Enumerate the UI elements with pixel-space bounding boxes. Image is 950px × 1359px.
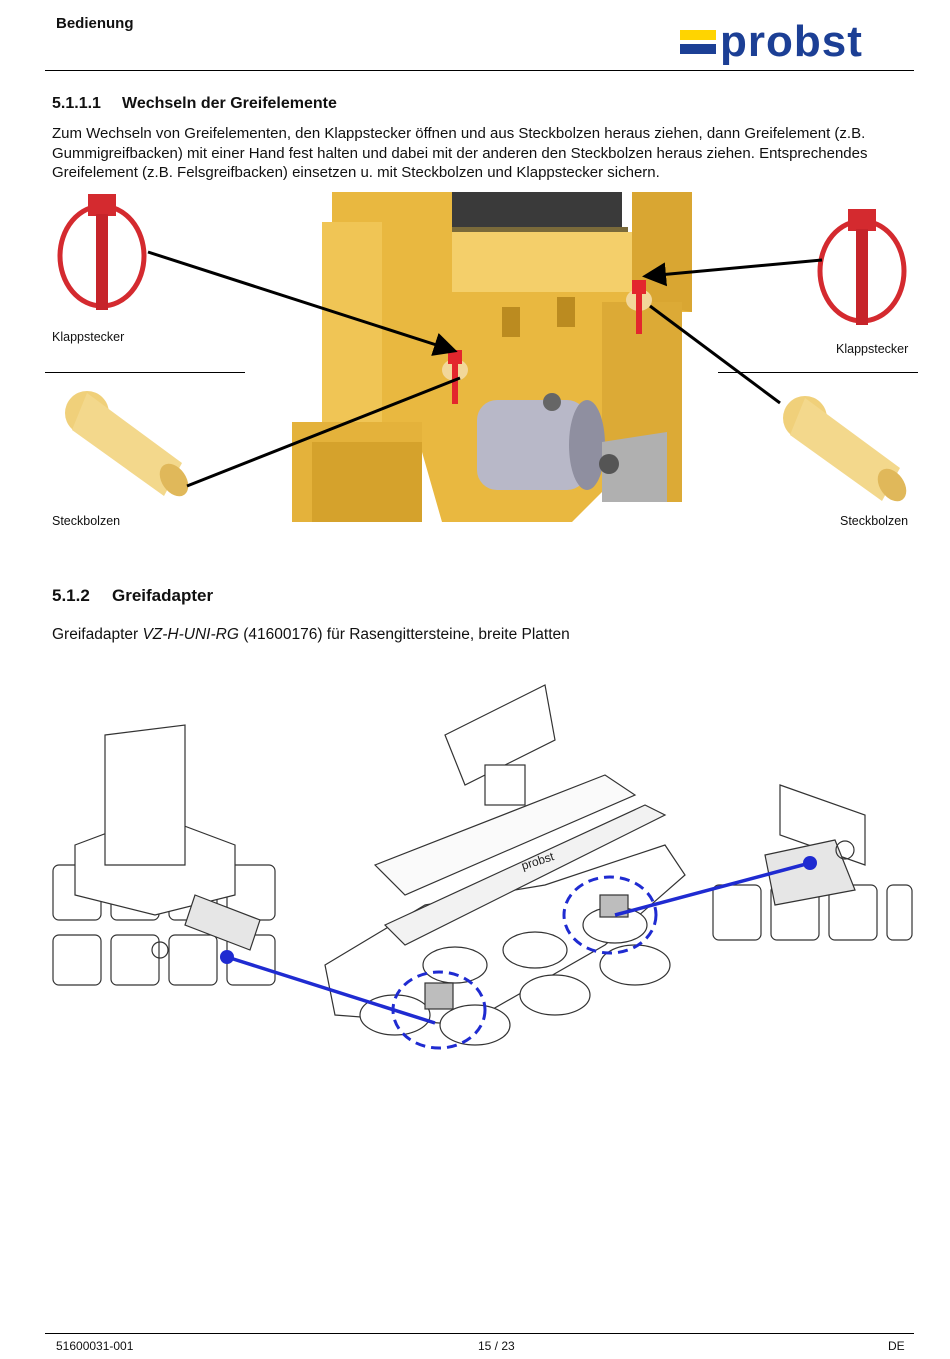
probst-logo: probst	[680, 20, 863, 66]
greifadapter-illustration: probst	[52, 684, 913, 1050]
steckbolzen-right-icon	[783, 396, 907, 502]
footer-language: DE	[888, 1339, 905, 1353]
logo-bar-yellow	[680, 30, 716, 40]
greifadapter-description: Greifadapter VZ-H-UNI-RG (41600176) für …	[52, 626, 570, 644]
subtitle-model: VZ-H-UNI-RG	[142, 626, 239, 643]
left-divider	[45, 372, 245, 373]
label-klappstecker-right: Klappstecker	[836, 342, 909, 356]
logo-text: probst	[720, 20, 863, 66]
section-paragraph: Zum Wechseln von Greifelementen, den Kla…	[52, 125, 868, 181]
arrow-klappstecker-left	[147, 250, 458, 356]
center-machine: probst	[324, 684, 686, 1046]
section-title: Wechseln der Greifelemente	[122, 95, 337, 112]
connector-left-dot	[220, 950, 234, 964]
label-steckbolzen-left: Steckbolzen	[52, 514, 121, 528]
klappstecker-left-icon	[57, 194, 147, 310]
footer-divider	[45, 1333, 914, 1334]
section-title: Greifadapter	[112, 586, 214, 605]
detail-left	[52, 724, 276, 986]
header-title: Bedienung	[56, 15, 134, 32]
figure-1-arrows	[147, 250, 823, 488]
subtitle-post: (41600176) für Rasengittersteine, breite…	[238, 626, 570, 643]
gripper-frame-illustration	[272, 192, 692, 522]
steckbolzen-left-icon	[65, 391, 189, 497]
section-heading-5-1-2: 5.1.2 Greifadapter	[52, 586, 213, 606]
footer-page-number: 15 / 23	[478, 1339, 515, 1353]
highlight-circle-right	[562, 875, 658, 955]
section-number: 5.1.1.1	[52, 95, 101, 112]
section-number: 5.1.2	[52, 586, 90, 605]
connector-left	[226, 955, 436, 1025]
connector-right-dot	[803, 856, 817, 870]
label-klappstecker-left: Klappstecker	[52, 330, 125, 344]
footer-doc-number: 51600031-001	[56, 1339, 134, 1353]
klappstecker-right-icon	[817, 209, 907, 325]
header-divider	[45, 70, 914, 71]
arrow-steckbolzen-left	[186, 376, 461, 488]
logo-bar-blue	[680, 44, 716, 54]
section-heading-5-1-1-1: 5.1.1.1 Wechseln der Greifelemente	[52, 95, 337, 113]
arrow-steckbolzen-right	[649, 304, 781, 405]
detail-right	[712, 784, 913, 941]
label-steckbolzen-right: Steckbolzen	[840, 514, 909, 528]
subtitle-pre: Greifadapter	[52, 626, 143, 643]
arrow-klappstecker-right	[642, 258, 823, 287]
right-divider	[718, 372, 918, 373]
connector-right	[614, 861, 811, 917]
